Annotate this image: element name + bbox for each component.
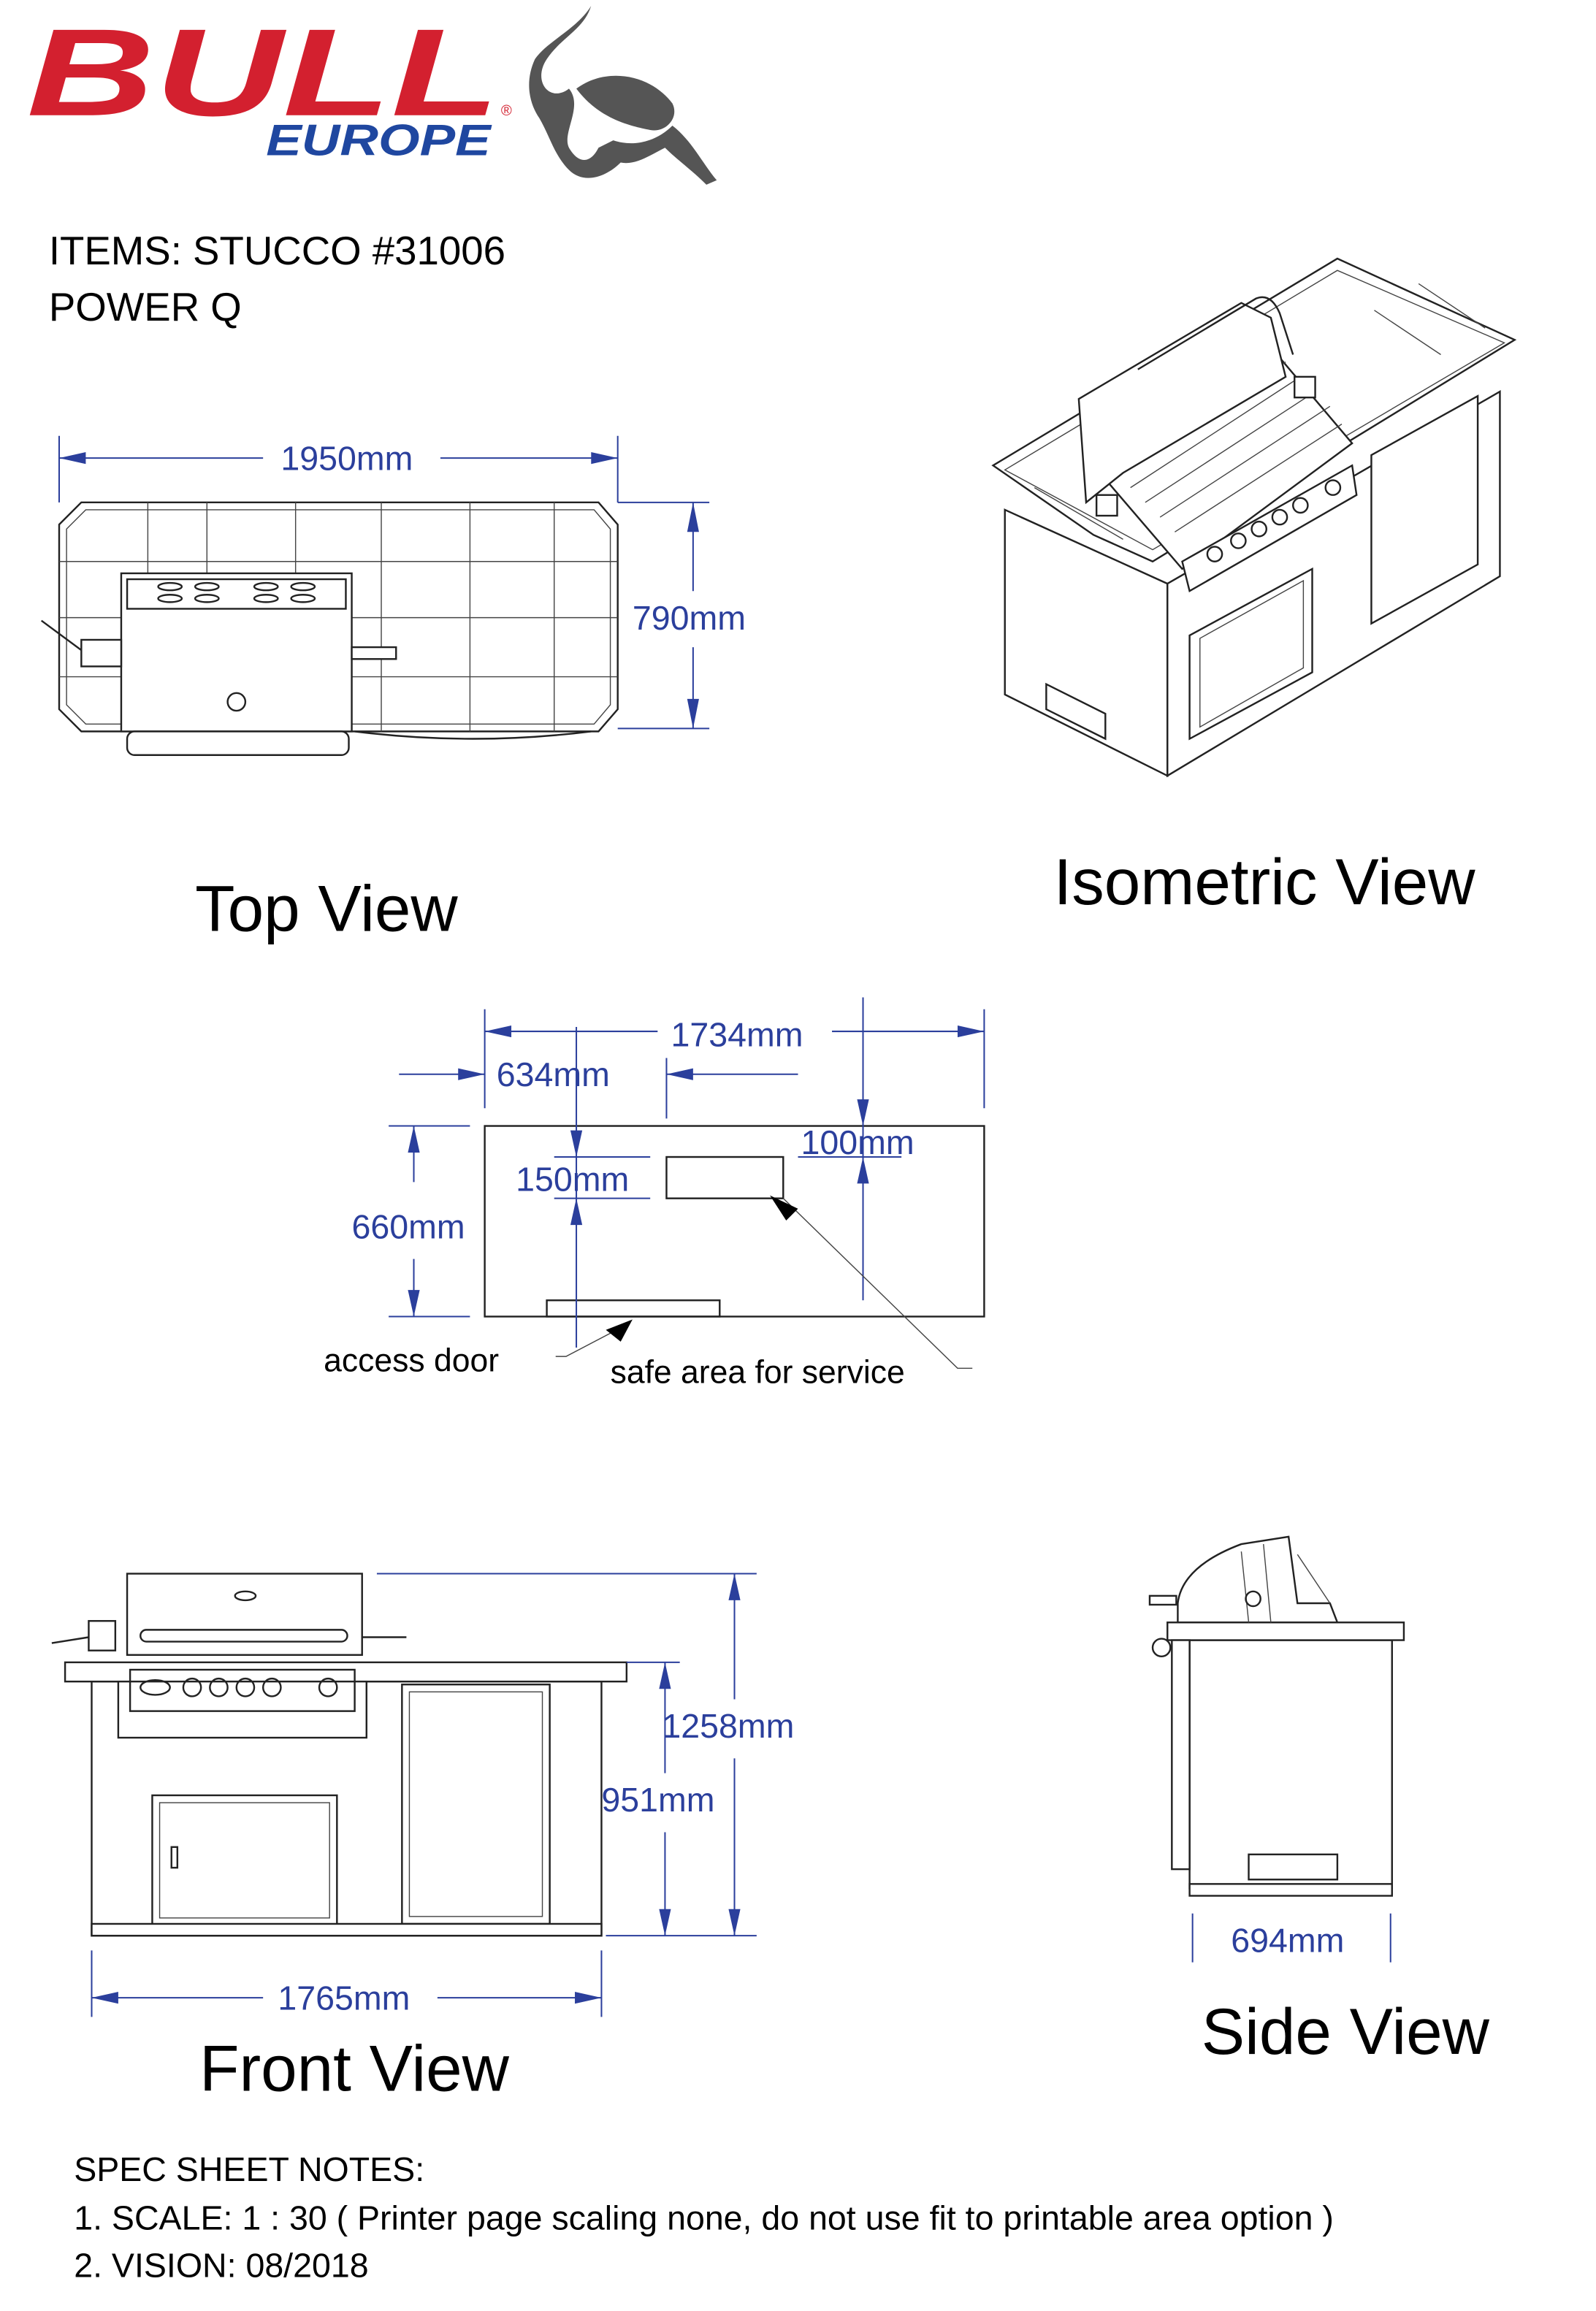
cutout-depth-label: 660mm: [352, 1207, 465, 1245]
side-view-dimension: 694mm: [1191, 1913, 1391, 1963]
front-view-dimensions: 1258mm 951mm 1765mm: [91, 1573, 794, 2017]
side-depth-label: 694mm: [1231, 1921, 1344, 1959]
top-view-drawing: [40, 501, 619, 756]
items-line: ITEMS: STUCCO #31006: [49, 229, 505, 273]
notes-heading: SPEC SHEET NOTES:: [74, 2150, 424, 2188]
top-view-title: Top View: [195, 872, 458, 945]
side-view-drawing: [1148, 1535, 1405, 1897]
top-view-depth-dimension: 790mm: [617, 501, 746, 730]
side-view-title: Side View: [1202, 1995, 1490, 2068]
top-width-label: 1950mm: [280, 439, 413, 477]
bull-mascot-icon: [529, 6, 717, 185]
front-view-title: Front View: [199, 2032, 509, 2105]
front-total-height-label: 1258mm: [662, 1707, 794, 1745]
access-door-outline: [546, 1299, 721, 1318]
note-vision: 2. VISION: 08/2018: [74, 2246, 368, 2284]
front-counter-height-label: 951mm: [601, 1781, 714, 1819]
front-view-drawing: [51, 1573, 628, 1937]
logo-bull-text: BULL: [26, 4, 499, 142]
isometric-view-title: Isometric View: [1053, 845, 1475, 918]
top-view-width-dimension: 1950mm: [58, 435, 619, 503]
logo-europe-text: EUROPE: [266, 115, 492, 164]
access-door-label: access door: [324, 1342, 499, 1378]
note-scale: 1. SCALE: 1 : 30 ( Printer page scaling …: [74, 2199, 1334, 2237]
cutout-diagram: 1734mm 634mm 100mm 150mm 660mm access do…: [324, 997, 985, 1391]
cutout-area-height-label: 150mm: [516, 1161, 629, 1199]
logo-registered-mark: ®: [501, 103, 512, 119]
cutout-top-margin-label: 100mm: [801, 1123, 915, 1161]
safe-area-label: safe area for service: [611, 1355, 905, 1391]
bull-europe-logo: BULL ® EUROPE: [26, 4, 717, 185]
model-line: POWER Q: [49, 285, 242, 329]
spec-sheet-notes: SPEC SHEET NOTES: 1. SCALE: 1 : 30 ( Pri…: [74, 2150, 1334, 2284]
top-depth-label: 790mm: [633, 599, 746, 637]
cutout-width-label: 1734mm: [671, 1015, 803, 1053]
cutout-offset-label: 634mm: [497, 1055, 610, 1093]
safe-service-area: [665, 1156, 784, 1199]
isometric-view-drawing: [991, 257, 1517, 778]
front-width-label: 1765mm: [278, 1979, 410, 2017]
